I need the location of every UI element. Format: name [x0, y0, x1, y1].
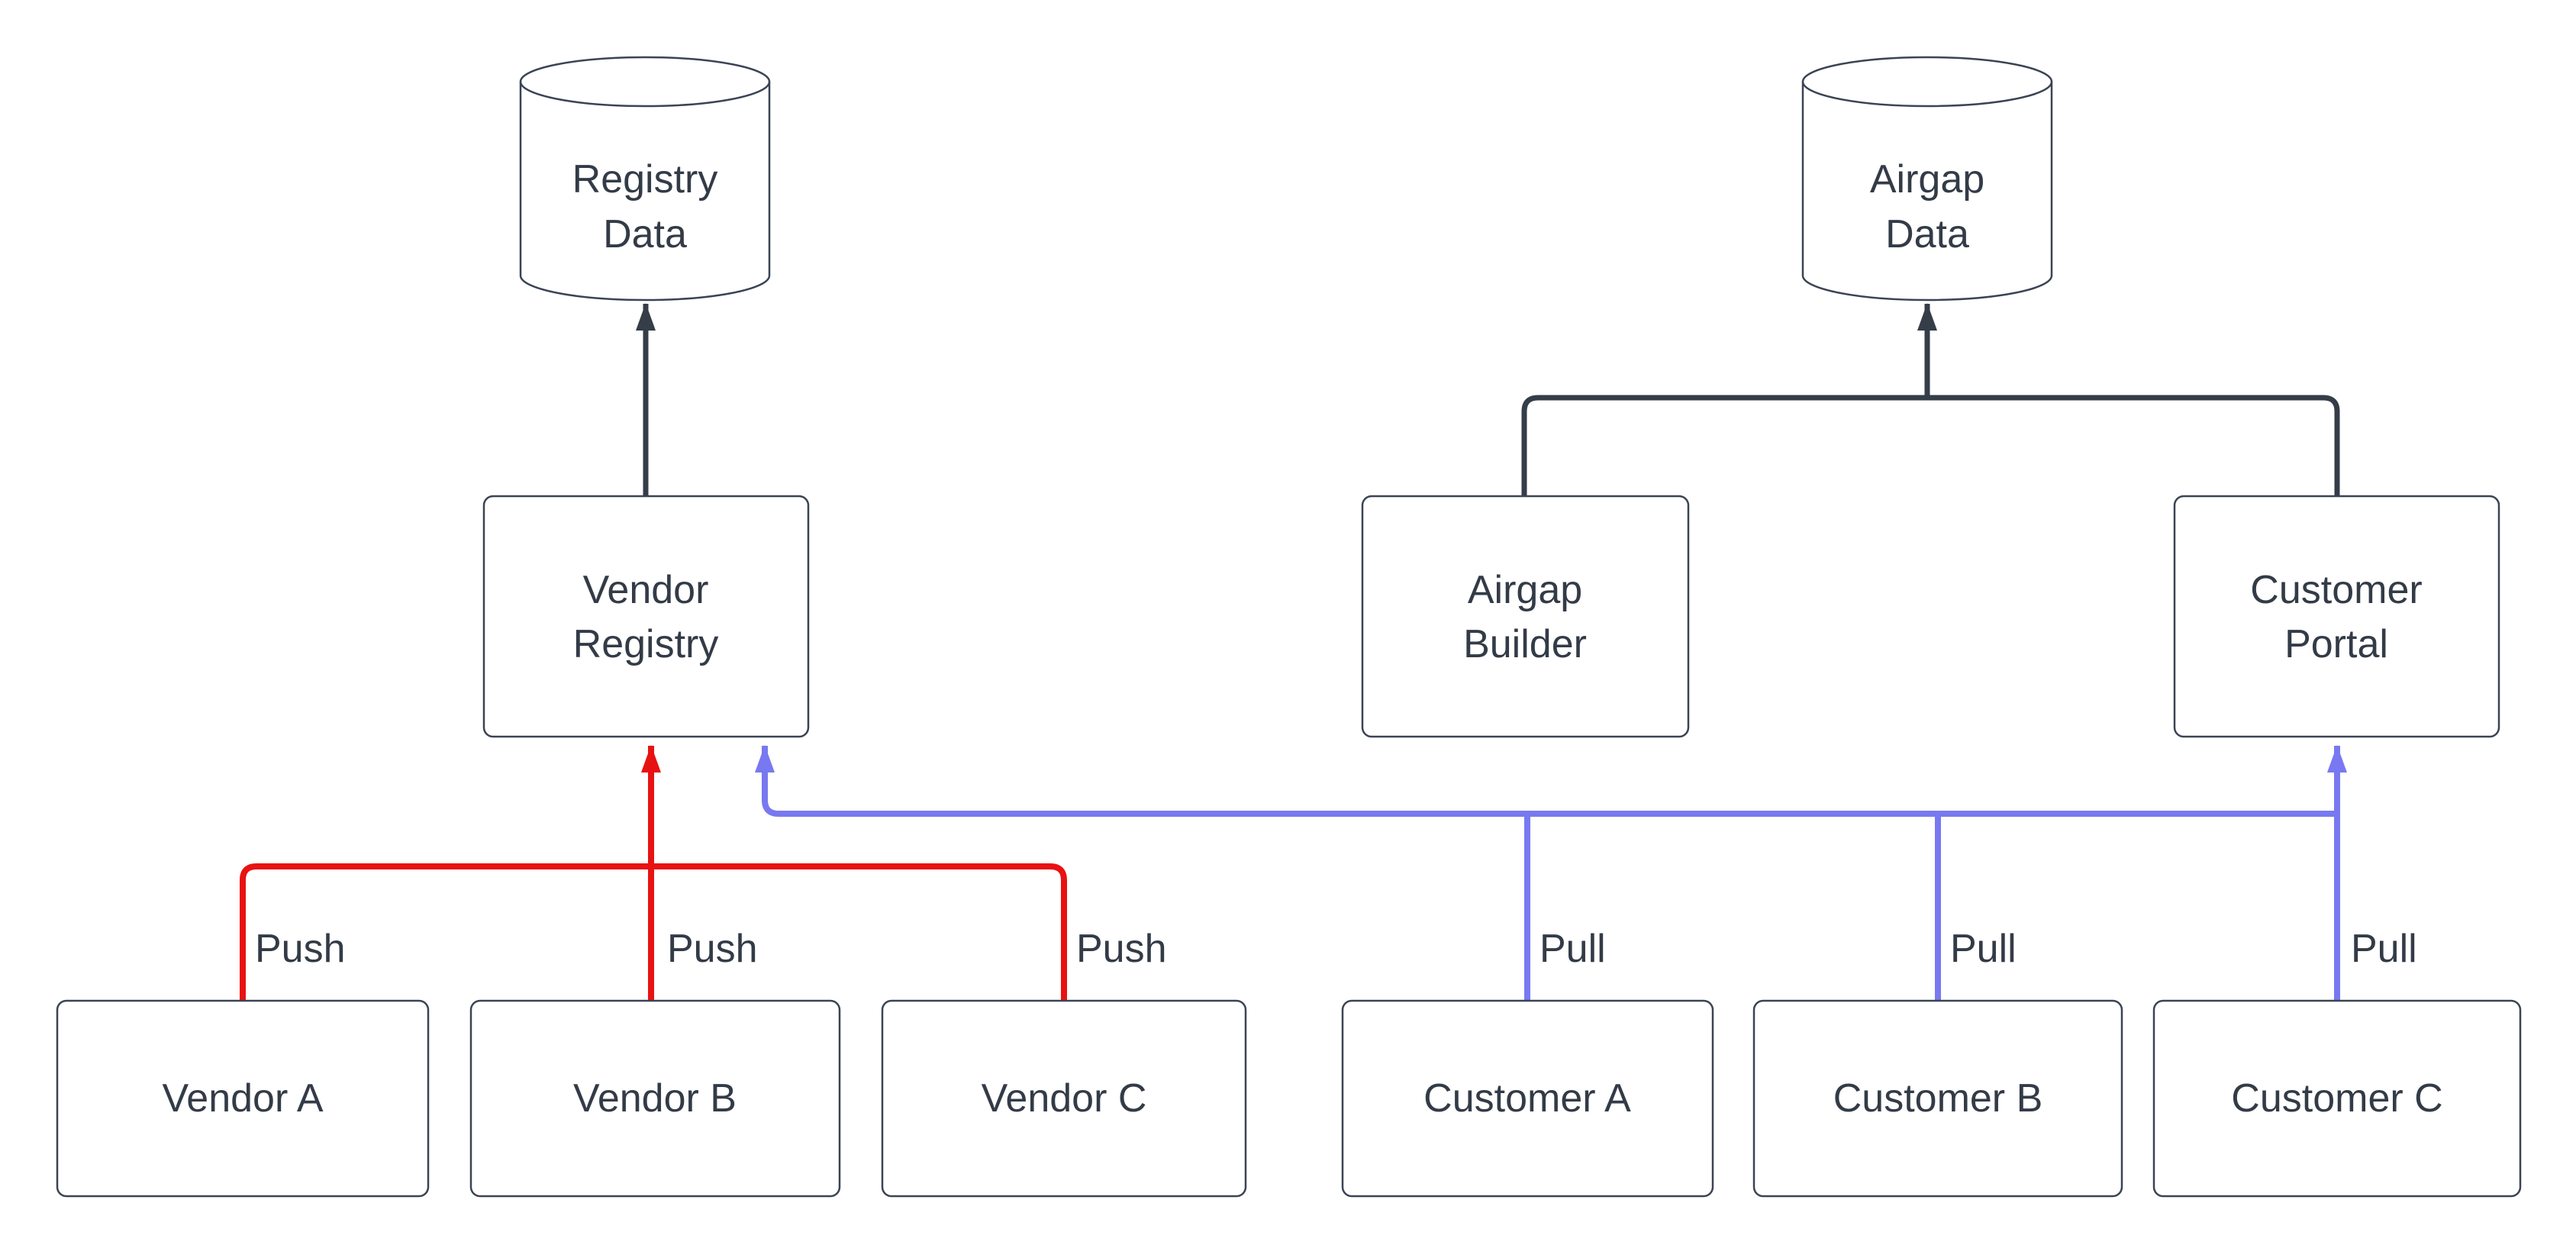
- vendor-a-label: Vendor A: [162, 1076, 323, 1121]
- node-vendor-a: Vendor A: [56, 999, 430, 1198]
- node-airgap-builder: Airgap Builder: [1361, 495, 1690, 738]
- vendor-b-label: Vendor B: [573, 1076, 737, 1121]
- edge-group-push: [240, 745, 1067, 1001]
- edge-label-pull-customer-b: Pull: [1950, 927, 2017, 971]
- customer-b-box: [1752, 999, 2123, 1198]
- node-vendor-b: Vendor B: [469, 999, 841, 1198]
- edge-label-push-vendor-a: Push: [255, 927, 346, 971]
- node-customer-a: Customer A: [1341, 999, 1714, 1198]
- vendor-c-label: Vendor C: [982, 1076, 1147, 1121]
- airgap-data-label-line1: Airgap: [1870, 157, 1984, 202]
- node-vendor-registry: Vendor Registry: [482, 495, 810, 738]
- node-customer-portal: Customer Portal: [2173, 495, 2500, 738]
- vendor-c-box: [881, 999, 1247, 1198]
- airgap-builder-label-line1: Airgap: [1468, 568, 1582, 612]
- customer-portal-label-line2: Portal: [2284, 622, 2388, 666]
- customer-a-label: Customer A: [1423, 1076, 1631, 1121]
- airgap-data-cylinder-body: [1801, 56, 2053, 302]
- airgap-data-cylinder-rim: [1801, 81, 2053, 108]
- vendor-registry-label-line1: Vendor: [583, 568, 709, 612]
- customer-a-box: [1341, 999, 1714, 1198]
- customer-portal-label-line1: Customer: [2250, 568, 2422, 612]
- customer-b-label: Customer B: [1833, 1076, 2043, 1121]
- edge-label-pull-customer-c: Pull: [2351, 927, 2417, 971]
- node-vendor-c: Vendor C: [881, 999, 1247, 1198]
- customer-c-box: [2152, 999, 2522, 1198]
- airgap-data-label-line2: Data: [1885, 212, 1969, 256]
- airgap-builder-label-line2: Builder: [1463, 622, 1587, 666]
- edge-label-push-vendor-b: Push: [667, 927, 758, 971]
- vendor-a-box: [56, 999, 430, 1198]
- airgap-builder-box: [1361, 495, 1690, 738]
- edge-labels: Push Push Push Pull Pull Pull: [255, 927, 2417, 971]
- customer-portal-box: [2173, 495, 2500, 738]
- edge-group-data-flow: [636, 303, 2340, 496]
- edge-vendor-c-branch: [651, 863, 1067, 1001]
- edge-label-pull-customer-a: Pull: [1539, 927, 1606, 971]
- edge-airgap-builder-customer-portal-join: [1521, 395, 2340, 496]
- node-customer-c: Customer C: [2152, 999, 2522, 1198]
- vendor-registry-box: [482, 495, 810, 738]
- registry-data-cylinder-body: [519, 56, 771, 302]
- edge-pull-bus-to-vendor-registry: [755, 745, 2337, 817]
- edge-label-push-vendor-c: Push: [1076, 927, 1167, 971]
- edge-group-pull: [755, 745, 2347, 1001]
- registry-data-cylinder-rim: [519, 81, 771, 108]
- vendor-b-box: [469, 999, 841, 1198]
- edge-vendor-a-branch: [240, 863, 651, 1001]
- registry-data-label-line2: Data: [603, 212, 687, 256]
- customer-c-label: Customer C: [2231, 1076, 2442, 1121]
- node-customer-b: Customer B: [1752, 999, 2123, 1198]
- node-registry-data: Registry Data: [519, 56, 771, 302]
- registry-data-label-line1: Registry: [572, 157, 718, 202]
- node-airgap-data: Airgap Data: [1801, 56, 2053, 302]
- vendor-registry-label-line2: Registry: [573, 622, 719, 666]
